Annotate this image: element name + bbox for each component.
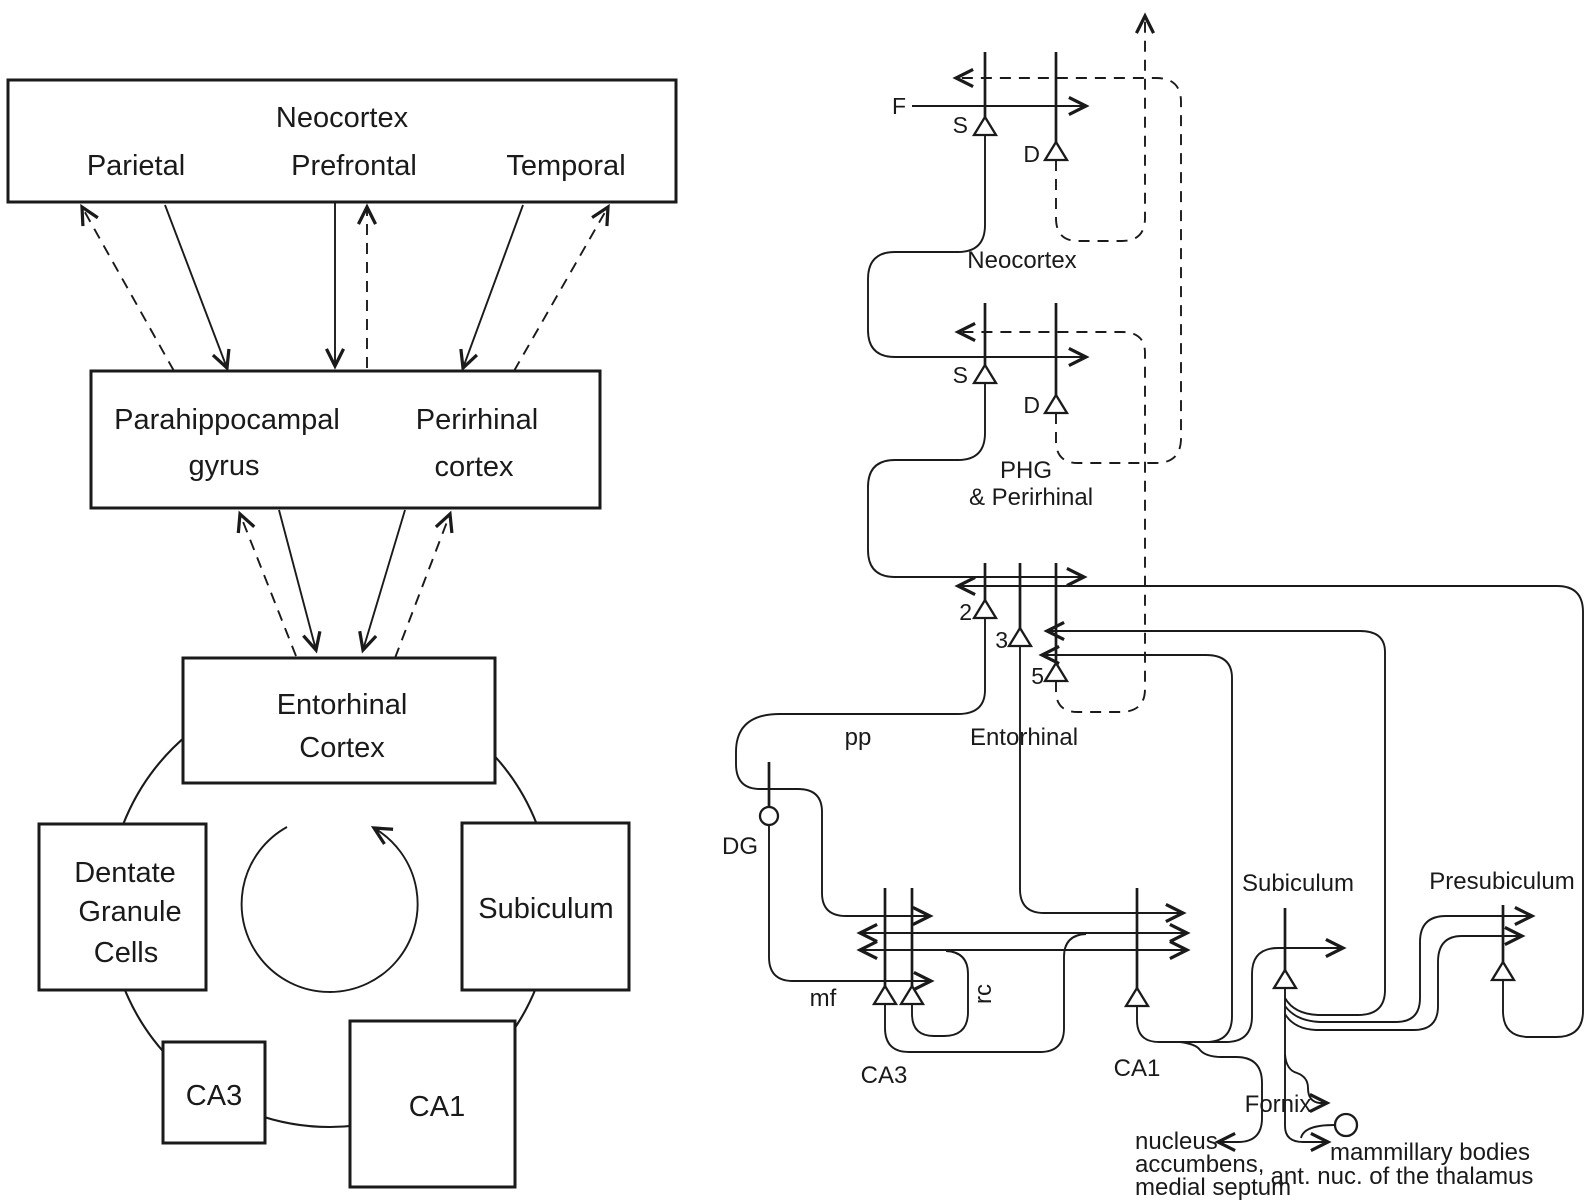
- mammillary-node-connector: [1300, 1124, 1335, 1139]
- ec5-feedback-to-phg: [954, 322, 1146, 713]
- dentate-label-line2: Granule: [78, 896, 181, 928]
- neocortex-box: [6, 78, 678, 204]
- ca1-fornix-branch-to-nucleus-accumbens: [1179, 1041, 1263, 1152]
- nucleus-accumbens-label-line2: accumbens,: [1135, 1151, 1264, 1178]
- entorhinal-region-label: Entorhinal: [970, 724, 1078, 751]
- recurrent-collateral-label: rc: [970, 984, 997, 1004]
- subiculum-axon-to-mammillary: [1284, 988, 1332, 1152]
- ca3-box: [161, 1040, 267, 1145]
- entorhinal-label-line2: Cortex: [299, 732, 385, 764]
- dentate-box: [37, 822, 208, 992]
- ec3-axon-to-ca1: [1019, 646, 1187, 923]
- neocortex-d-label: D: [1023, 141, 1040, 167]
- ca1-box: [348, 1019, 517, 1189]
- neocortex-title: Neocortex: [276, 102, 409, 134]
- arrow-phg-to-ec-left: [278, 509, 322, 654]
- subiculum-to-presubiculum-2: [1284, 926, 1526, 1031]
- right-panel: Neocortex PHG & Perirhinal pp Entorhinal…: [722, 12, 1584, 1201]
- ec2-perforant-path-to-ca3: [735, 618, 986, 926]
- arrow-temporal-to-phg: [459, 204, 524, 372]
- neocortex-d-soma-triangle: [1042, 139, 1070, 162]
- nucleus-accumbens-label-line3: medial septum: [1135, 1174, 1291, 1201]
- phg-d-feedback-to-neocortex: [952, 68, 1182, 464]
- subiculum-label: Subiculum: [478, 893, 613, 925]
- arrow-parietal-to-phg: [164, 204, 231, 372]
- dentate-label-line1: Dentate: [74, 857, 176, 889]
- dg-mossy-fiber-to-ca3: [768, 825, 935, 991]
- ca1-label: CA1: [409, 1091, 465, 1123]
- dg-soma-circle: [758, 805, 780, 827]
- ec-layer2-label: 2: [959, 599, 972, 625]
- ca3-region-label: CA3: [861, 1062, 908, 1089]
- entorhinal-box: [181, 656, 497, 785]
- input-f-label: F: [892, 93, 906, 119]
- arrow-ec-to-phg-left: [236, 510, 297, 657]
- ca3a-soma-triangle: [871, 983, 899, 1006]
- left-panel: Neocortex Parietal Prefrontal Temporal P…: [6, 78, 678, 1189]
- parahippocampal-label-line1: Parahippocampal: [114, 404, 340, 436]
- ec-layer5-label: 5: [1031, 663, 1044, 689]
- mammillary-label-line2: ant. nuc. of the thalamus: [1271, 1163, 1534, 1190]
- temporal-label: Temporal: [506, 150, 625, 182]
- arrow-phg-to-temporal: [513, 203, 610, 372]
- phg-d-soma-triangle: [1042, 392, 1070, 415]
- mammillary-node-circle: [1333, 1112, 1359, 1138]
- phg-s-soma-triangle: [971, 362, 999, 385]
- ca1-axon-to-subiculum: [1206, 938, 1347, 1043]
- ca3b-recurrent-collateral-loop: [911, 950, 969, 1037]
- subiculum-soma-triangle: [1271, 967, 1299, 990]
- parietal-label: Parietal: [87, 150, 185, 182]
- ca1-soma-triangle: [1123, 985, 1151, 1008]
- mammillary-label-line1: mammillary bodies: [1330, 1139, 1530, 1166]
- arrow-phg-to-parietal: [80, 203, 175, 372]
- subiculum-feedback-to-ec3: [1043, 621, 1386, 1016]
- neocortex-s-soma-triangle: [971, 114, 999, 137]
- phg-s-axon-to-entorhinal: [867, 383, 1088, 587]
- phg-s-label: S: [953, 362, 968, 388]
- phg-d-label: D: [1023, 392, 1040, 418]
- ec3-soma-triangle: [1006, 625, 1034, 648]
- subiculum-box: [460, 821, 631, 992]
- fornix-label: Fornix: [1245, 1091, 1312, 1118]
- phg-region-label-line1: PHG: [1000, 457, 1052, 484]
- ca1-axon-feedback-to-ec5: [1038, 645, 1233, 1043]
- subiculum-region-label: Subiculum: [1242, 870, 1354, 897]
- presubiculum-soma-triangle: [1489, 959, 1517, 982]
- loop-direction-arrow: [240, 826, 419, 993]
- entorhinal-label-line1: Entorhinal: [277, 689, 408, 721]
- phg-region-label-line2: & Perirhinal: [969, 484, 1093, 511]
- neocortex-d-output-exit-top: [1055, 12, 1155, 242]
- arrow-phg-to-ec-right: [358, 509, 406, 654]
- parahippocampal-label-line2: gyrus: [189, 450, 260, 482]
- ec5-soma-triangle: [1042, 660, 1070, 683]
- ca3b-soma-triangle: [898, 983, 926, 1006]
- perirhinal-label-line2: cortex: [435, 451, 514, 483]
- ca3a-schaffer-collateral: [884, 933, 1087, 1053]
- perforant-path-label: pp: [845, 724, 872, 751]
- ca3-label: CA3: [186, 1080, 242, 1112]
- nucleus-accumbens-label-line1: nucleus: [1135, 1128, 1218, 1155]
- neocortex-region-label: Neocortex: [967, 247, 1076, 274]
- subiculum-to-presubiculum-1: [1284, 906, 1536, 1023]
- presubiculum-feedback-to-ec: [954, 576, 1584, 1038]
- neocortex-s-axon-to-phg: [867, 135, 1090, 367]
- ec-layer3-label: 3: [995, 627, 1008, 653]
- dentate-label-line3: Cells: [94, 937, 158, 969]
- prefrontal-label: Prefrontal: [291, 150, 417, 182]
- mossy-fiber-label: mf: [810, 985, 837, 1012]
- perirhinal-label-line1: Perirhinal: [416, 404, 539, 436]
- parahippocampal-box: [89, 369, 602, 510]
- ca1-region-label: CA1: [1114, 1055, 1161, 1082]
- neocortex-s-label: S: [953, 112, 968, 138]
- fornix-arrow-to-mammillary-node: [1284, 1053, 1331, 1113]
- arrow-ec-to-phg-right: [394, 510, 454, 659]
- presubiculum-region-label: Presubiculum: [1429, 868, 1574, 895]
- ec2-soma-triangle: [971, 597, 999, 620]
- dg-label: DG: [722, 833, 758, 860]
